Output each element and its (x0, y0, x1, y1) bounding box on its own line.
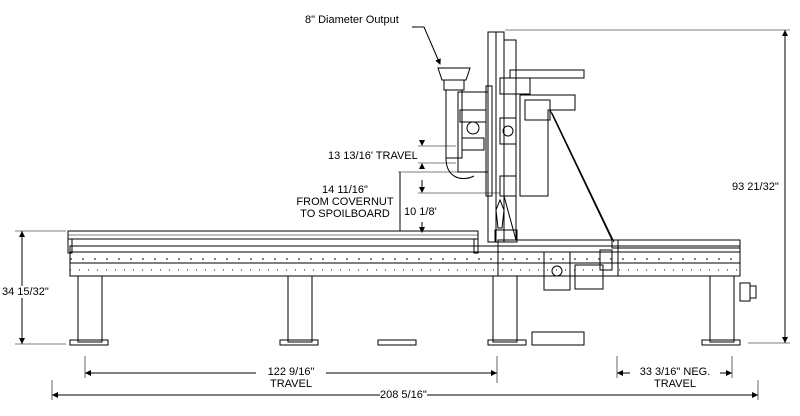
table-height-label: 34 15/32" (2, 286, 49, 298)
x-travel-label: TRAVEL (270, 378, 312, 390)
overall-length-label: 208 5/16" (380, 389, 427, 401)
neg-travel-label: TRAVEL (654, 378, 696, 390)
covernut-line2: TO SPOILBOARD (300, 208, 390, 220)
z-dims (398, 140, 500, 233)
gantry-column (487, 31, 615, 243)
overall-height-label: 93 21/32" (732, 181, 779, 193)
gantry-clearance-label: 10 1/8' (404, 206, 437, 218)
frame-rail (69, 239, 741, 277)
neg-travel-note: 33 3/16" NEG. TRAVEL (630, 366, 720, 390)
support-legs (69, 275, 741, 346)
end-motor (739, 282, 757, 302)
table-bed (67, 230, 479, 254)
output-leader (412, 26, 441, 65)
neg-travel-value: 33 3/16" NEG. (639, 366, 711, 378)
overall-height-dim (505, 29, 790, 344)
output-diameter-label: 8" Diameter Output (305, 14, 399, 26)
gantry-base (497, 239, 619, 291)
z-travel-label: 13 13/16' TRAVEL (328, 150, 418, 162)
x-travel-value: 122 9/16" (267, 366, 315, 378)
spindle-assembly (437, 67, 517, 229)
covernut-value: 14 11/16" (322, 184, 368, 196)
x-travel-note: 122 9/16" TRAVEL (256, 366, 326, 390)
covernut-note: 14 11/16" FROM COVERNUT TO SPOILBOARD (296, 184, 394, 220)
covernut-line1: FROM COVERNUT (296, 196, 394, 208)
